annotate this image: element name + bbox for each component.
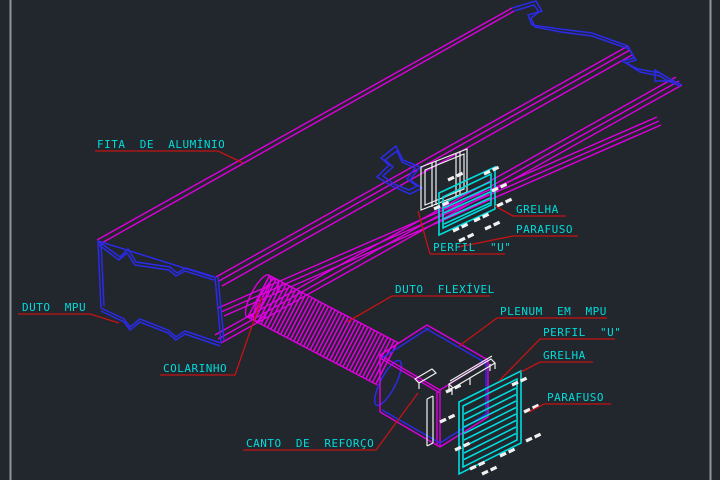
leader-duto-flexivel — [346, 295, 490, 323]
canto-de-reforco-channel — [414, 368, 437, 447]
label-parafuso-upper: PARAFUSO — [516, 223, 573, 236]
label-colarinho: COLARINHO — [163, 362, 227, 375]
flexible-duct — [244, 274, 400, 386]
leader-grelha-lower — [520, 361, 593, 373]
screw-icon — [473, 212, 490, 223]
screw-icon — [452, 222, 469, 233]
label-duto-mpu: DUTO MPU — [22, 301, 86, 314]
label-perfil-u-lower: PERFIL "U" — [543, 326, 621, 339]
leader-grelha-upper — [494, 205, 566, 217]
leader-colarinho — [160, 296, 263, 376]
screw-icon — [484, 220, 501, 231]
leader-parafuso-lower — [528, 403, 611, 413]
label-plenum-em-mpu: PLENUM EM MPU — [500, 305, 607, 318]
leader-perfil-u-lower — [498, 338, 615, 382]
duct-top-edge — [96, 7, 515, 245]
screw-icon — [499, 447, 516, 458]
leader-fita — [95, 150, 244, 164]
label-canto-de-reforco: CANTO DE REFORÇO — [246, 437, 374, 450]
label-grelha-lower: GRELHA — [543, 349, 586, 362]
label-perfil-u-upper: PERFIL "U" — [433, 241, 511, 254]
leader-duto-mpu — [18, 313, 120, 324]
leader-canto — [243, 392, 419, 451]
screws-lower — [439, 376, 542, 476]
grelha-panel-lower — [458, 369, 522, 476]
leader-plenum — [458, 317, 607, 347]
flex-duct-corrugation — [247, 275, 399, 385]
label-grelha-upper: GRELHA — [516, 203, 559, 216]
leader-lines — [18, 150, 615, 451]
flex-duct-collar-ring — [252, 278, 280, 322]
plenum-box — [373, 324, 496, 448]
duct-break-opening-left — [97, 240, 225, 347]
leader-parafuso-upper — [457, 235, 578, 248]
perfil-u-channel-lower — [448, 355, 496, 395]
viewport-frame — [9, 0, 712, 480]
flex-duct-edges — [246, 274, 400, 386]
screw-icon — [447, 171, 464, 182]
screws-upper — [433, 165, 513, 243]
upper-grille-assembly — [420, 148, 513, 243]
duct-mpu-body — [96, 0, 683, 347]
screw-icon — [496, 197, 513, 208]
screw-icon — [454, 441, 471, 452]
duct-break-hole — [375, 144, 424, 195]
screw-icon — [523, 403, 540, 414]
label-fita-de-aluminio: FITA DE ALUMÍNIO — [97, 138, 225, 151]
plenum-inlet-collar — [373, 359, 403, 407]
screw-icon — [445, 383, 462, 394]
grelha-panel-upper — [438, 165, 496, 237]
screw-icon — [483, 165, 500, 176]
lower-grille-assembly — [439, 369, 542, 476]
label-parafuso-lower: PARAFUSO — [547, 391, 604, 404]
screw-icon — [511, 376, 528, 387]
screw-icon — [439, 413, 456, 424]
screw-icon — [491, 182, 508, 193]
screw-icon — [458, 232, 475, 243]
flex-duct-collar-ring — [244, 274, 272, 318]
screw-icon — [469, 460, 486, 471]
screw-icon — [433, 200, 450, 211]
duct-break-far-end — [511, 0, 683, 87]
leader-perfil-u-upper — [417, 210, 505, 255]
label-duto-flexivel: DUTO FLEXÍVEL — [395, 283, 495, 296]
screw-icon — [481, 465, 498, 476]
annotation-labels: FITA DE ALUMÍNIO DUTO MPU COLARINHO DUTO… — [22, 138, 621, 450]
screw-icon — [525, 432, 542, 443]
